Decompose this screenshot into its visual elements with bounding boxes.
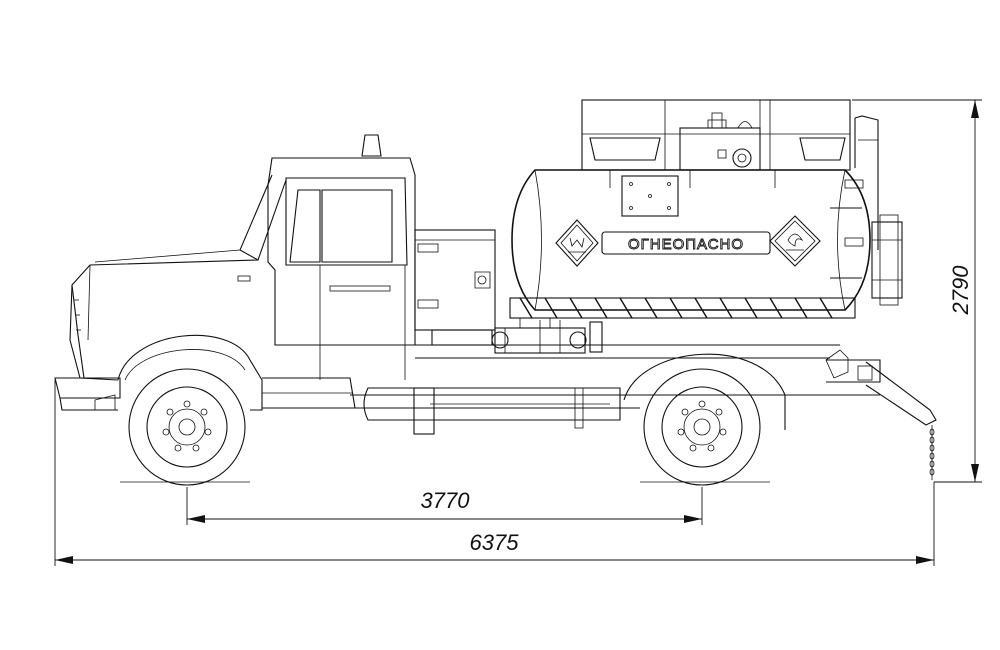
dimension-overall-height: 2790 — [852, 99, 982, 483]
tank-warning-label: ОГНЕОПАСНО — [628, 236, 744, 253]
truck-cab — [54, 134, 416, 411]
equipment-box — [414, 229, 496, 331]
dimension-overall-length: 6375 — [54, 380, 935, 566]
ground-chain — [929, 428, 935, 476]
fuel-tank: ОГНЕОПАСНО — [511, 115, 903, 311]
rear-ladder — [854, 115, 879, 250]
top-platform — [581, 99, 851, 188]
pump-unit — [431, 317, 603, 354]
wheelbase-value: 3770 — [421, 488, 471, 513]
hazard-diamond-left — [555, 219, 599, 267]
dimension-wheelbase: 3770 — [186, 487, 703, 525]
overall-height-value: 2790 — [948, 265, 973, 316]
overall-length-value: 6375 — [470, 530, 520, 555]
rear-hatch — [871, 214, 903, 306]
rear-wheel — [623, 353, 786, 486]
spiral-hose — [509, 297, 856, 319]
chassis-frame — [350, 344, 937, 480]
hazard-diamond-right — [769, 215, 821, 267]
front-wheel — [128, 368, 246, 486]
